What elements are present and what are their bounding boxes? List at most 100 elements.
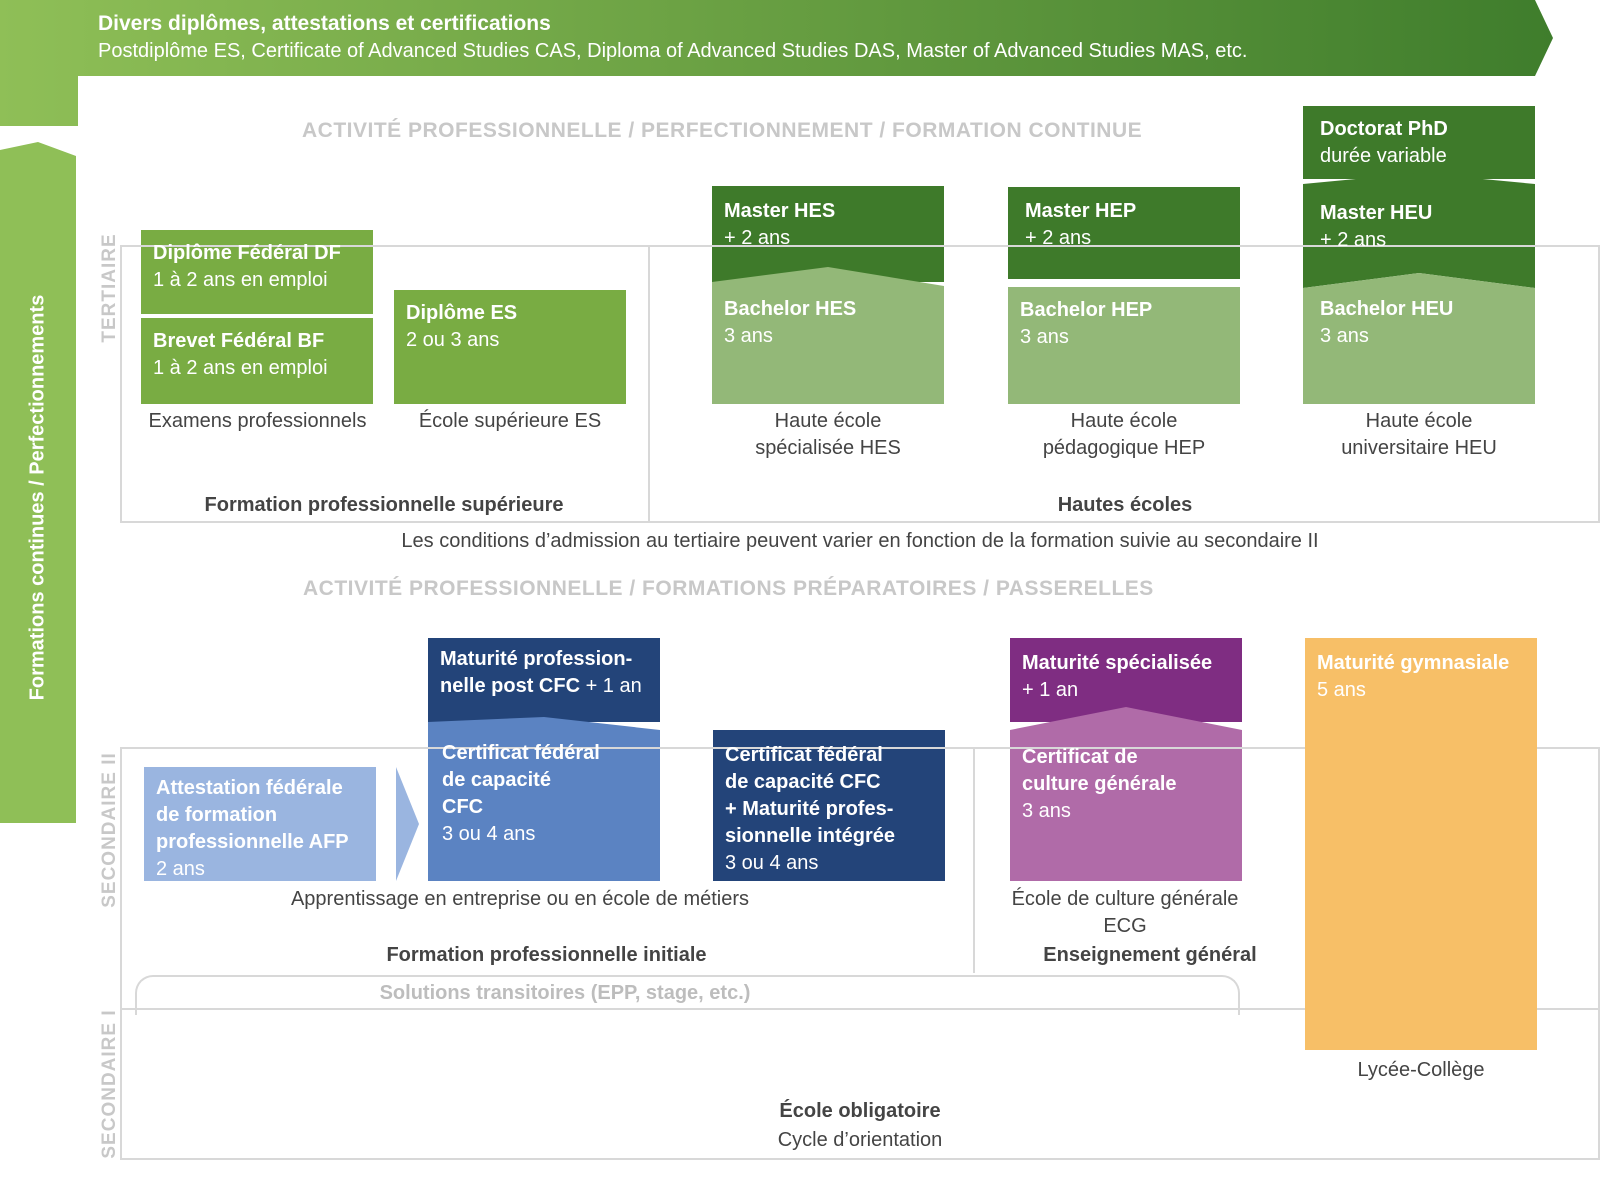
doctorat-duration: durée variable <box>1320 145 1447 167</box>
tertiary-activity-heading: ACTIVITÉ PROFESSIONNELLE / PERFECTIONNEM… <box>302 119 1143 142</box>
bf-box-shape <box>141 318 373 404</box>
compulsory-title: École obligatoire <box>779 1100 941 1122</box>
ccg-line1: Certificat de <box>1022 746 1138 768</box>
bachelor-hep-shape <box>1008 287 1240 404</box>
mp-post-line2: nelle post CFC <box>440 675 581 697</box>
bachelor-hep-box: Bachelor HEP 3 ans <box>1008 287 1240 361</box>
banner-title: Divers diplômes, attestations et certifi… <box>98 12 551 35</box>
ccg-shape <box>1010 707 1242 881</box>
bachelor-heu-box: Bachelor HEU 3 ans <box>1308 286 1540 360</box>
afp-duration: 2 ans <box>156 858 205 880</box>
doctorat-box: Doctorat PhD durée variable <box>1308 106 1540 180</box>
mg-box: Maturité gymnasiale 5 ans <box>1305 640 1545 714</box>
master-heu-box: Master HEU + 2 ans <box>1308 190 1540 264</box>
bachelor-heu-shape <box>1303 273 1535 404</box>
mp-post-shape <box>428 638 660 722</box>
mg-duration: 5 ans <box>1317 679 1366 701</box>
cfc-duration: 3 ou 4 ans <box>442 823 536 845</box>
caption-hes-line1: Haute école <box>774 410 882 432</box>
cfc-mp-line2: de capacité CFC <box>725 771 881 793</box>
es-box: Diplôme ES 2 ou 3 ans <box>394 290 626 364</box>
level-tertiaire: TERTIAIRE <box>99 233 120 343</box>
secondary-frame <box>120 747 1600 1160</box>
df-title: Diplôme Fédéral DF <box>153 242 341 264</box>
bachelor-hes-shape <box>712 267 944 404</box>
doctorat-shape <box>1303 106 1535 179</box>
ms-title: Maturité spécialisée <box>1022 652 1213 674</box>
transitional-bracket <box>135 975 1240 1015</box>
transitional-label: Solutions transitoires (EPP, stage, etc.… <box>379 982 751 1004</box>
group-he: Hautes écoles <box>1057 494 1193 516</box>
caption-lycee: Lycée-Collège <box>1357 1059 1485 1081</box>
cfc-line1: Certificat fédéral <box>442 742 600 764</box>
secondary-divider <box>973 747 975 973</box>
afp-line3: professionnelle AFP <box>156 831 349 853</box>
caption-hep: Haute école pédagogique HEP <box>1008 408 1240 462</box>
master-hes-shape <box>712 186 944 282</box>
caption-heu: Haute école universitaire HEU <box>1303 408 1535 462</box>
side-banner-label: Formations continues / Perfectionnements <box>26 294 49 701</box>
master-hes-duration: + 2 ans <box>724 227 791 249</box>
side-banner-shape <box>0 142 76 823</box>
bachelor-hes-title: Bachelor HES <box>724 298 857 320</box>
mp-post-line1: Maturité profession- <box>440 648 633 670</box>
level-secondaire-i: SECONDAIRE I <box>99 1009 120 1159</box>
caption-hes-line2: spécialisée HES <box>755 437 901 459</box>
cfc-shape <box>428 717 660 881</box>
caption-heu-line2: universitaire HEU <box>1341 437 1497 459</box>
cfc-mp-line1: Certificat fédéral <box>725 744 883 766</box>
es-box-shape <box>394 290 626 404</box>
banner-subtitle: Postdiplôme ES, Certificate of Advanced … <box>98 40 1248 62</box>
ms-box: Maturité spécialisée + 1 an <box>1010 640 1250 714</box>
mp-post-box: Maturité profession- nelle post CFC + 1 … <box>428 638 668 710</box>
bf-title: Brevet Fédéral BF <box>153 330 325 352</box>
mp-post-extra: + 1 an <box>580 675 642 697</box>
afp-arrow-shape <box>396 767 419 881</box>
master-heu-shape <box>1303 173 1535 288</box>
df-box: Diplôme Fédéral DF 1 à 2 ans en emploi <box>141 230 373 304</box>
group-eg: Enseignement général <box>1043 944 1257 966</box>
afp-box-shape <box>144 767 376 881</box>
doctorat-title: Doctorat PhD <box>1320 118 1448 140</box>
tertiary-divider <box>648 245 650 523</box>
master-hep-box: Master HEP + 2 ans <box>1013 188 1245 262</box>
mg-title: Maturité gymnasiale <box>1317 652 1510 674</box>
compulsory-subtitle: Cycle d’orientation <box>777 1129 943 1151</box>
master-hep-duration: + 2 ans <box>1025 227 1092 249</box>
df-box-shape <box>141 230 373 314</box>
cfc-box: Certificat fédéral de capacité CFC 3 ou … <box>430 736 662 858</box>
master-hep-shape <box>1008 187 1240 279</box>
master-hes-title: Master HES <box>724 200 836 222</box>
caption-ecg-line1: École de culture générale <box>1011 888 1239 910</box>
ccg-duration: 3 ans <box>1022 800 1071 822</box>
cfc-mp-shape <box>713 730 945 881</box>
cfc-mp-line3: + Maturité profes- <box>725 798 894 820</box>
bachelor-hes-duration: 3 ans <box>724 325 773 347</box>
cfc-mp-line4: sionnelle intégrée <box>725 825 896 847</box>
top-banner-shape <box>0 0 1553 126</box>
df-duration: 1 à 2 ans en emploi <box>153 269 328 291</box>
admission-note: Les conditions d’admission au tertiaire … <box>401 530 1319 552</box>
bachelor-hes-box: Bachelor HES 3 ans <box>712 286 944 360</box>
secondary-activity-heading: ACTIVITÉ PROFESSIONNELLE / FORMATIONS PR… <box>303 577 1154 600</box>
group-fps: Formation professionnelle supérieure <box>204 494 564 516</box>
cfc-mp-box: Certificat fédéral de capacité CFC + Mat… <box>713 738 945 887</box>
caption-hes: Haute école spécialisée HES <box>712 408 944 462</box>
ccg-line2: culture générale <box>1022 773 1177 795</box>
caption-es-school: École supérieure ES <box>418 410 602 432</box>
bf-box: Brevet Fédéral BF 1 à 2 ans en emploi <box>141 318 373 392</box>
caption-ecg: École de culture générale ECG <box>990 886 1260 940</box>
master-heu-title: Master HEU <box>1320 202 1433 224</box>
caption-hep-line2: pédagogique HEP <box>1042 437 1206 459</box>
tertiary-frame <box>120 245 1600 523</box>
master-heu-duration: + 2 ans <box>1320 229 1387 251</box>
ms-duration: + 1 an <box>1022 679 1079 701</box>
caption-exam: Examens professionnels <box>148 410 367 432</box>
afp-box: Attestation fédérale de formation profes… <box>144 767 376 893</box>
caption-hep-line1: Haute école <box>1070 410 1178 432</box>
cfc-line2: de capacité <box>442 769 551 791</box>
caption-heu-line1: Haute école <box>1365 410 1473 432</box>
bachelor-heu-duration: 3 ans <box>1320 325 1369 347</box>
cfc-mp-duration: 3 ou 4 ans <box>725 852 819 874</box>
bachelor-hep-title: Bachelor HEP <box>1020 299 1153 321</box>
